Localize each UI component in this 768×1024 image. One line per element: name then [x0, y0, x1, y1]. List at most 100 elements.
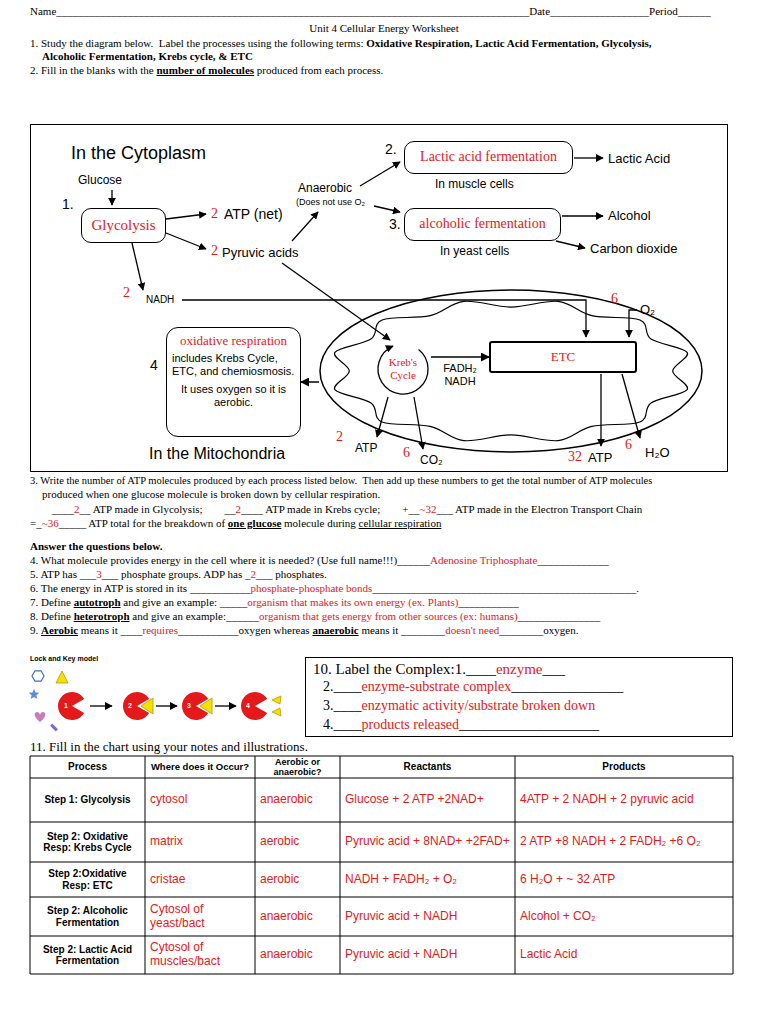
table-heading: Aerobic or anaerobic?	[260, 757, 335, 778]
text-line: 9. Aerobic means it ____requires________…	[30, 624, 578, 637]
label-text: ___ ATP made in the Electron Transport C…	[436, 503, 642, 515]
table-cell: cytosol	[146, 779, 254, 821]
substrate-hexagon	[32, 671, 44, 681]
answer-text: ~36	[42, 517, 59, 529]
table-cell: cristae	[146, 863, 254, 896]
node-text: includes Krebs Cycle, ETC, and chemiosmo…	[172, 352, 295, 377]
answer-text: Alcohol + CO₂	[520, 910, 596, 924]
table-cell: 6 H₂O + ~ 32 ATP	[516, 863, 732, 896]
table-cell: 2 ATP +8 NADH + 2 FADH₂ +6 O₂	[516, 823, 732, 861]
label-text: 4.____	[323, 717, 362, 732]
label-text: ____	[52, 503, 74, 515]
table-cell: Reactants	[341, 757, 514, 777]
arrow-line	[111, 190, 112, 205]
label-text: 4	[150, 357, 158, 373]
answer-text: 2	[211, 243, 218, 258]
process-box: alcoholic fermentation	[404, 208, 561, 241]
table-heading: Reactants	[404, 761, 452, 773]
text-line: Alcohol	[608, 208, 651, 224]
answer-text: phosphate-phosphate bonds	[250, 582, 372, 594]
table-cell: anaerobic	[256, 779, 339, 821]
text-line: =_~36_____ ATP total for the breakdown o…	[30, 517, 441, 530]
label-text: ___ phosphates.	[256, 568, 327, 580]
text-line: 2	[211, 243, 218, 260]
arrow-line	[156, 705, 177, 706]
label-text: (Does not use O₂	[296, 197, 365, 207]
text-line: 4. What molecule provides energy in the …	[30, 554, 609, 567]
answer-text: matrix	[150, 835, 183, 849]
text-line: Glucose	[78, 173, 122, 188]
label-text: ________________________________________…	[372, 582, 639, 594]
text-line: ATP (net)	[224, 206, 283, 223]
arrow-line	[132, 243, 143, 290]
label-text: 2. Fill in the blanks with the	[30, 64, 157, 76]
label-text: 11. Fill in the chart using your notes a…	[30, 739, 308, 754]
label-text: 10. Label the Complex:1.____	[313, 661, 496, 677]
answer-box: 10. Label the Complex:1.____enzyme___2._…	[305, 657, 733, 737]
label-text: produced when one glucose molecule is br…	[42, 488, 380, 500]
grid-line	[30, 897, 733, 898]
text-line: CO₂	[420, 453, 443, 468]
label-text: 9.	[30, 624, 41, 636]
arrow-line	[166, 233, 206, 249]
grid-line	[30, 936, 733, 937]
enzyme-shape	[58, 692, 84, 720]
text-line: 6	[403, 445, 410, 462]
answer-text: Adenosine Triphosphate	[430, 554, 537, 566]
label-text: ___________oxygen whereas	[178, 624, 312, 636]
table-cell: aerobic	[256, 863, 339, 896]
text-line: Lactic Acid	[608, 151, 670, 167]
outer-membrane	[320, 290, 702, 452]
text-line: O₂	[640, 302, 655, 318]
cycle-arc	[378, 346, 428, 394]
table-cell: Pyruvic acid + NADH	[341, 937, 514, 973]
answer-text: 32	[568, 449, 582, 464]
substrate-triangle	[141, 698, 153, 714]
label-text: Carbon dioxide	[590, 241, 677, 256]
label-text: ATP (net)	[224, 206, 283, 222]
answer-text: anaerobic	[260, 948, 313, 962]
arrow-line	[622, 374, 640, 438]
label-text: cellular respiration	[359, 517, 442, 529]
answer-text: 2	[123, 285, 130, 300]
inner-membrane	[334, 301, 687, 441]
table-cell: Cytosol of muscles/bact	[146, 937, 254, 973]
label-text: Pyruvic acids	[222, 245, 299, 260]
label-text: 3	[187, 702, 191, 709]
table-heading: Step 2:Oxidative Resp: ETC	[35, 868, 140, 891]
text-line: 6	[611, 291, 618, 308]
table-heading: Products	[602, 761, 645, 773]
answer-text: organism that gets energy from other sou…	[259, 610, 518, 622]
label-text: Name____________________________________…	[30, 5, 711, 17]
label-text: number of molecules	[157, 64, 255, 76]
text-line: 7. Define autotroph and give an example:…	[30, 596, 519, 609]
text-line: In muscle cells	[435, 177, 514, 192]
text-line: 3	[187, 702, 191, 710]
grid-line	[30, 974, 733, 975]
text-line: 2	[336, 429, 343, 446]
text-line: 1.	[62, 196, 74, 213]
text-line: NADH	[146, 294, 174, 306]
text-line: Carbon dioxide	[590, 241, 677, 257]
label-text: CO₂	[420, 453, 443, 467]
node-text: oxidative respiration	[180, 334, 287, 349]
answer-text: requires	[143, 624, 178, 636]
text-line: (Does not use O₂	[296, 197, 365, 208]
answer-text: 6	[611, 291, 618, 306]
label-text: autotroph	[74, 596, 121, 608]
grid-line	[30, 778, 733, 779]
answer-text: 2	[236, 503, 242, 515]
process-box: ETC	[489, 341, 637, 373]
text-line: 2	[211, 206, 218, 223]
text-line: 10. Label the Complex:1.____enzyme___	[313, 660, 565, 678]
text-line: Name____________________________________…	[30, 5, 711, 18]
node-text: It uses oxygen so it is aerobic.	[172, 383, 295, 408]
table-cell: Step 1: Glycolysis	[31, 779, 144, 821]
arrow-line	[360, 162, 400, 186]
label-text: Lock and Key model	[30, 655, 98, 662]
text-line: 2.____enzyme-substrate complex__________…	[323, 679, 623, 696]
answer-text: Lactic Acid	[520, 948, 577, 962]
label-text: 3. Write the number of ATP molecules pro…	[30, 475, 652, 486]
label-text: Alcoholic Fermentation, Krebs cycle, & E…	[42, 50, 253, 62]
answer-text: ~32	[419, 503, 436, 515]
